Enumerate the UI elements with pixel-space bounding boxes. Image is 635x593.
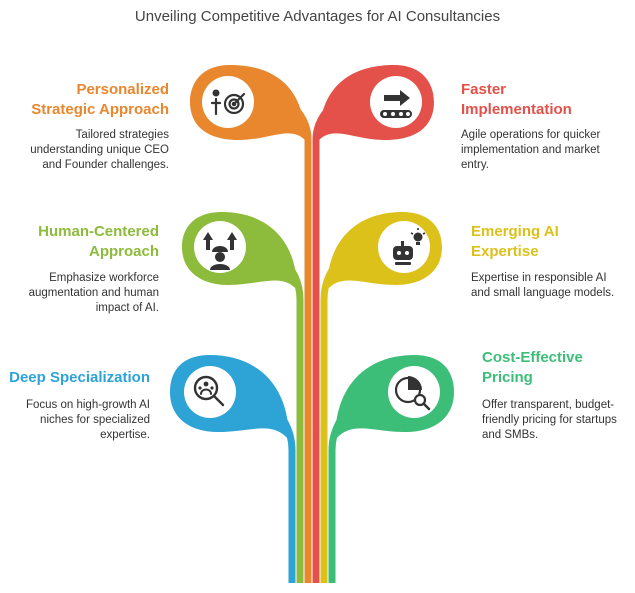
desc-emerging-ai: Expertise in responsible AI and small la… xyxy=(471,272,615,299)
person-target-icon xyxy=(210,89,246,116)
magnifier-people-icon xyxy=(193,375,225,407)
diagram-title: Unveiling Competitive Advantages for AI … xyxy=(134,8,501,25)
heading-emerging-ai: Emerging AI Expertise xyxy=(471,223,559,260)
heading-human-centered: Human-Centered Approach xyxy=(38,223,159,260)
heading-faster: Faster Implementation xyxy=(461,81,572,118)
heading-cost-effective: Cost-Effective Pricing xyxy=(482,349,583,386)
desc-human-centered: Emphasize workforce augmentation and hum… xyxy=(28,272,159,314)
desc-personalized: Tailored strategies understanding unique… xyxy=(30,129,169,171)
desc-faster: Agile operations for quicker implementat… xyxy=(461,129,601,171)
heading-personalized: Personalized Strategic Approach xyxy=(31,81,169,118)
robot-idea-icon xyxy=(393,228,426,265)
pie-chart-magnifier-icon xyxy=(394,376,431,411)
worker-growth-icon xyxy=(203,232,237,270)
desc-deep-specialization: Focus on high-growth AI niches for speci… xyxy=(25,399,150,441)
conveyor-arrow-icon xyxy=(380,90,412,118)
heading-deep-specialization: Deep Specialization xyxy=(9,369,150,386)
desc-cost-effective: Offer transparent, budget- friendly pric… xyxy=(482,399,617,441)
